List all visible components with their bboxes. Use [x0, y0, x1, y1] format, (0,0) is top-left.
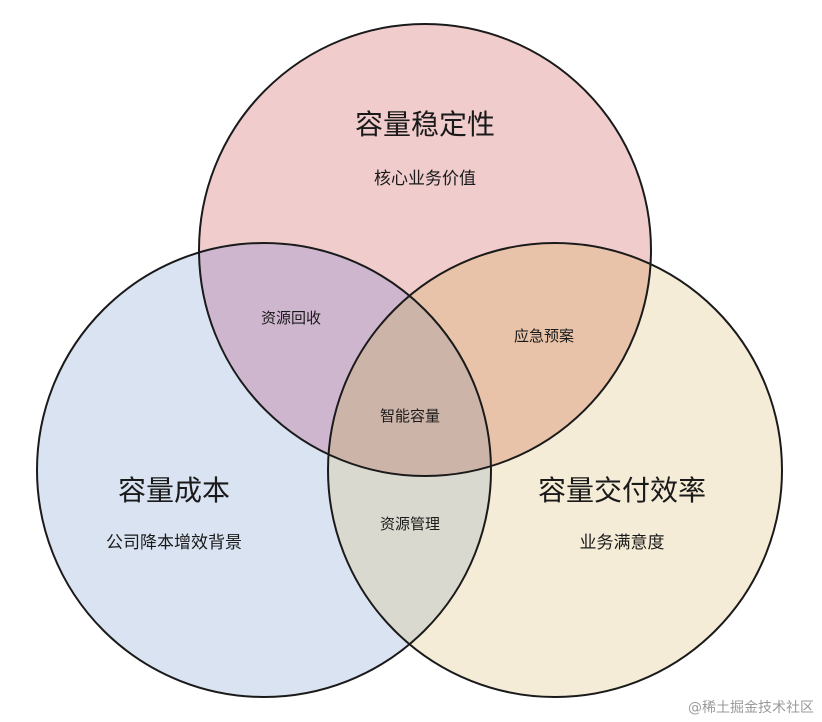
circle-stability-outline: [198, 23, 652, 477]
watermark: @稀土掘金技术社区: [688, 700, 814, 716]
cost-title: 容量成本: [118, 474, 230, 507]
cost-subtitle: 公司降本增效背景: [106, 533, 242, 553]
delivery-subtitle: 业务满意度: [580, 533, 665, 553]
stability-subtitle: 核心业务价值: [374, 169, 476, 189]
overlap-center: [328, 243, 491, 476]
overlap-center-label: 智能容量: [380, 407, 440, 425]
circle-cost-outline: [36, 242, 492, 698]
overlap-stability-cost-label: 资源回收: [261, 309, 321, 327]
overlap-cost-delivery-label: 资源管理: [380, 515, 440, 533]
stability-title: 容量稳定性: [355, 108, 495, 141]
circle-delivery-outline: [327, 242, 783, 698]
overlap-stability-delivery-label: 应急预案: [514, 327, 574, 345]
delivery-title: 容量交付效率: [538, 474, 706, 507]
